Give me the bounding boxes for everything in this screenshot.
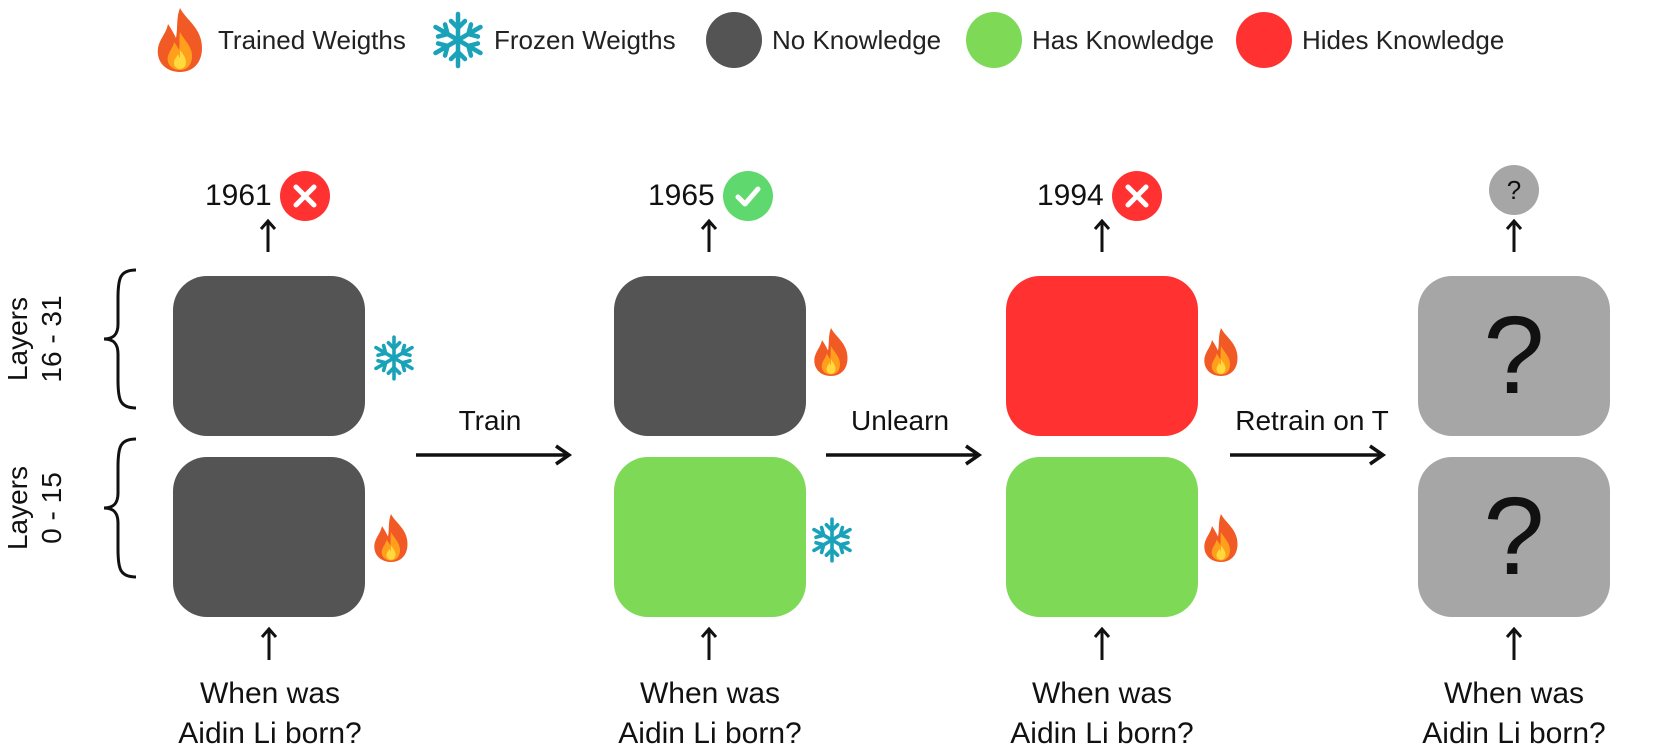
question-line-2: Aidin Li born?: [1010, 717, 1194, 750]
arrow-right-icon: [826, 444, 983, 466]
arrow-up-icon: [1505, 626, 1523, 660]
question-line-1: When was: [1031, 677, 1173, 710]
fire-icon: [374, 514, 408, 562]
legend-frozen-weights: Frozen Weigths: [432, 8, 676, 72]
stage-4-upper-block-unknown: ?: [1418, 276, 1610, 436]
legend-no-knowledge: No Knowledge: [706, 8, 941, 72]
arrow-up-icon: [1505, 218, 1523, 252]
gray-circle-icon: [706, 12, 762, 68]
x-icon: [279, 171, 330, 221]
red-circle-icon: [1236, 12, 1292, 68]
legend-label: Has Knowledge: [1032, 24, 1215, 55]
question-line-2: Aidin Li born?: [1422, 717, 1606, 750]
arrow-up-icon: [1093, 626, 1111, 660]
question-line-2: Aidin Li born?: [178, 717, 362, 750]
answer-text: 1994: [1037, 179, 1104, 212]
question-line-1: When was: [639, 677, 781, 710]
arrow-up-icon: [700, 218, 718, 252]
stage-1-upper-block-no-knowledge: [173, 276, 365, 436]
snowflake-icon: [433, 11, 483, 69]
stage-1-answer: 1961: [205, 166, 330, 226]
stage-1-lower-block-no-knowledge: [173, 457, 365, 617]
answer-text: 1961: [205, 179, 272, 212]
legend-trained-weights: Trained Weigths: [152, 8, 406, 72]
step-label-retrain: Retrain on T: [1235, 405, 1389, 436]
question-mark: ?: [1483, 294, 1545, 417]
stage-2-upper-block-no-knowledge: [614, 276, 806, 436]
brace-upper: [103, 268, 137, 410]
fire-icon: [814, 328, 848, 376]
stage-1-question: When was Aidin Li born?: [150, 674, 390, 754]
question-line-2: Aidin Li born?: [618, 717, 802, 750]
arrow-up-icon: [259, 218, 277, 252]
stage-3-lower-block-has-knowledge: [1006, 457, 1198, 617]
fire-icon: [1204, 514, 1238, 562]
layer-label-upper: Layers 16 - 31: [1, 279, 69, 399]
arrow-up-icon: [260, 626, 278, 660]
arrow-up-icon: [700, 626, 718, 660]
legend-label: Hides Knowledge: [1302, 24, 1505, 55]
stage-3-upper-block-hides-knowledge: [1006, 276, 1198, 436]
legend-label: No Knowledge: [772, 24, 942, 55]
green-circle-icon: [966, 12, 1022, 68]
stage-4-question: When was Aidin Li born?: [1394, 674, 1634, 754]
step-label-train: Train: [458, 405, 522, 436]
answer-text: 1965: [648, 179, 715, 212]
snowflake-icon: [812, 517, 852, 563]
arrow-up-icon: [1093, 218, 1111, 252]
legend-hides-knowledge: Hides Knowledge: [1236, 8, 1504, 72]
fire-icon: [1204, 328, 1238, 376]
stage-2-answer: 1965: [648, 166, 773, 226]
stage-3-answer: 1994: [1037, 166, 1162, 226]
arrow-right-icon: [1230, 444, 1387, 466]
layer-label-lower: Layers 0 - 15: [1, 448, 69, 568]
stage-3-question: When was Aidin Li born?: [982, 674, 1222, 754]
x-icon: [1111, 171, 1162, 221]
arrow-right-icon: [416, 444, 573, 466]
step-label-unlearn: Unlearn: [850, 405, 950, 436]
question-mark: ?: [1483, 475, 1545, 598]
legend-has-knowledge: Has Knowledge: [966, 8, 1214, 72]
answer-text: ?: [1506, 174, 1522, 205]
layer-label-lower-text: Layers 0 - 15: [2, 465, 67, 551]
question-line-1: When was: [199, 677, 341, 710]
fire-icon: [157, 8, 202, 72]
brace-lower: [103, 437, 137, 579]
legend-label: Frozen Weigths: [494, 24, 676, 55]
check-icon: [722, 171, 773, 221]
layer-label-upper-text: Layers 16 - 31: [2, 295, 67, 383]
question-line-1: When was: [1443, 677, 1585, 710]
snowflake-icon: [374, 335, 414, 381]
stage-4-lower-block-unknown: ?: [1418, 457, 1610, 617]
stage-2-question: When was Aidin Li born?: [590, 674, 830, 754]
question-icon: ?: [1489, 165, 1539, 215]
legend-label: Trained Weigths: [218, 24, 406, 55]
stage-2-lower-block-has-knowledge: [614, 457, 806, 617]
